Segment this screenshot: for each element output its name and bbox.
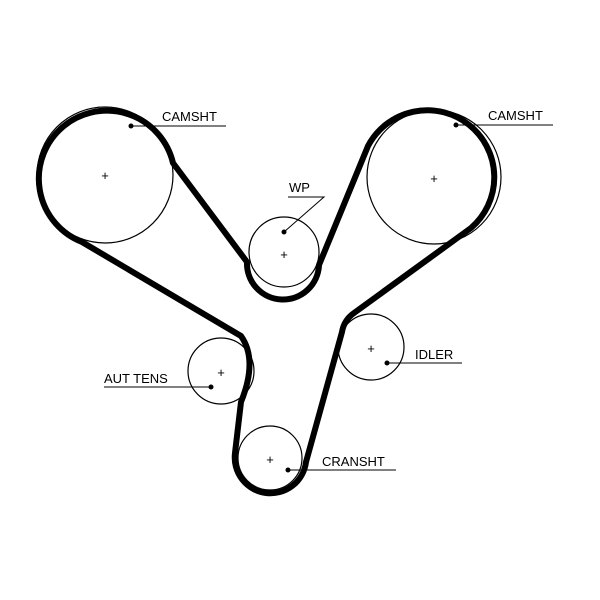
camshaft-left-center-mark: + — [101, 168, 109, 183]
camshaft-right-label: CAMSHT — [488, 108, 543, 123]
camshaft-right-center-mark: + — [430, 171, 438, 186]
idler-callout: IDLER — [384, 347, 462, 366]
auto-tensioner-center-mark: + — [217, 365, 225, 380]
auto-tensioner-label: AUT TENS — [104, 371, 168, 386]
water-pump-center-mark: + — [280, 247, 288, 262]
crankshaft-callout: CRANSHT — [285, 454, 396, 473]
auto-tensioner-pulley — [187, 337, 255, 405]
camshaft-right-callout: CAMSHT — [453, 108, 553, 128]
crankshaft-label: CRANSHT — [322, 454, 385, 469]
auto-tensioner-callout: AUT TENS — [104, 371, 214, 390]
water-pump-callout: WP — [281, 180, 326, 235]
idler-label: IDLER — [415, 347, 453, 362]
camshaft-left-callout: CAMSHT — [128, 109, 226, 129]
water-pump-pulley — [248, 216, 320, 288]
idler-center-mark: + — [367, 341, 375, 356]
water-pump-label: WP — [289, 180, 310, 195]
camshaft-left-label: CAMSHT — [162, 109, 217, 124]
crankshaft-pulley — [237, 425, 303, 491]
camshaft-right-pulley — [366, 109, 502, 245]
timing-belt — [35, 107, 498, 497]
idler-pulley — [337, 313, 405, 381]
camshaft-left-pulley — [36, 106, 174, 244]
crankshaft-center-mark: + — [266, 452, 274, 467]
